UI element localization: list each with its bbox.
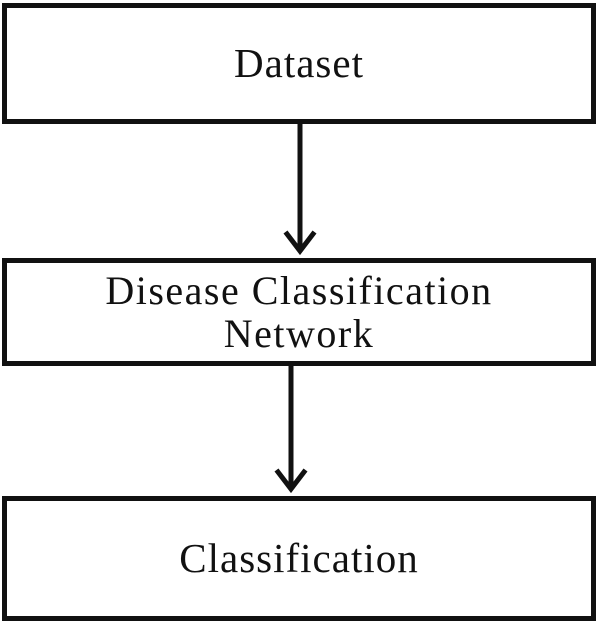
classification-node: Classification xyxy=(2,496,596,621)
disease-classification-network-node: Disease Classification Network xyxy=(2,258,596,366)
arrow-dataset-to-network xyxy=(283,124,317,256)
classification-label: Classification xyxy=(179,534,419,581)
arrow-network-to-classification xyxy=(274,366,308,494)
dataset-node: Dataset xyxy=(2,3,596,124)
dataset-label: Dataset xyxy=(234,39,364,86)
network-label-line-1: Disease Classification xyxy=(105,267,493,313)
network-label-line-2: Network xyxy=(223,311,375,356)
